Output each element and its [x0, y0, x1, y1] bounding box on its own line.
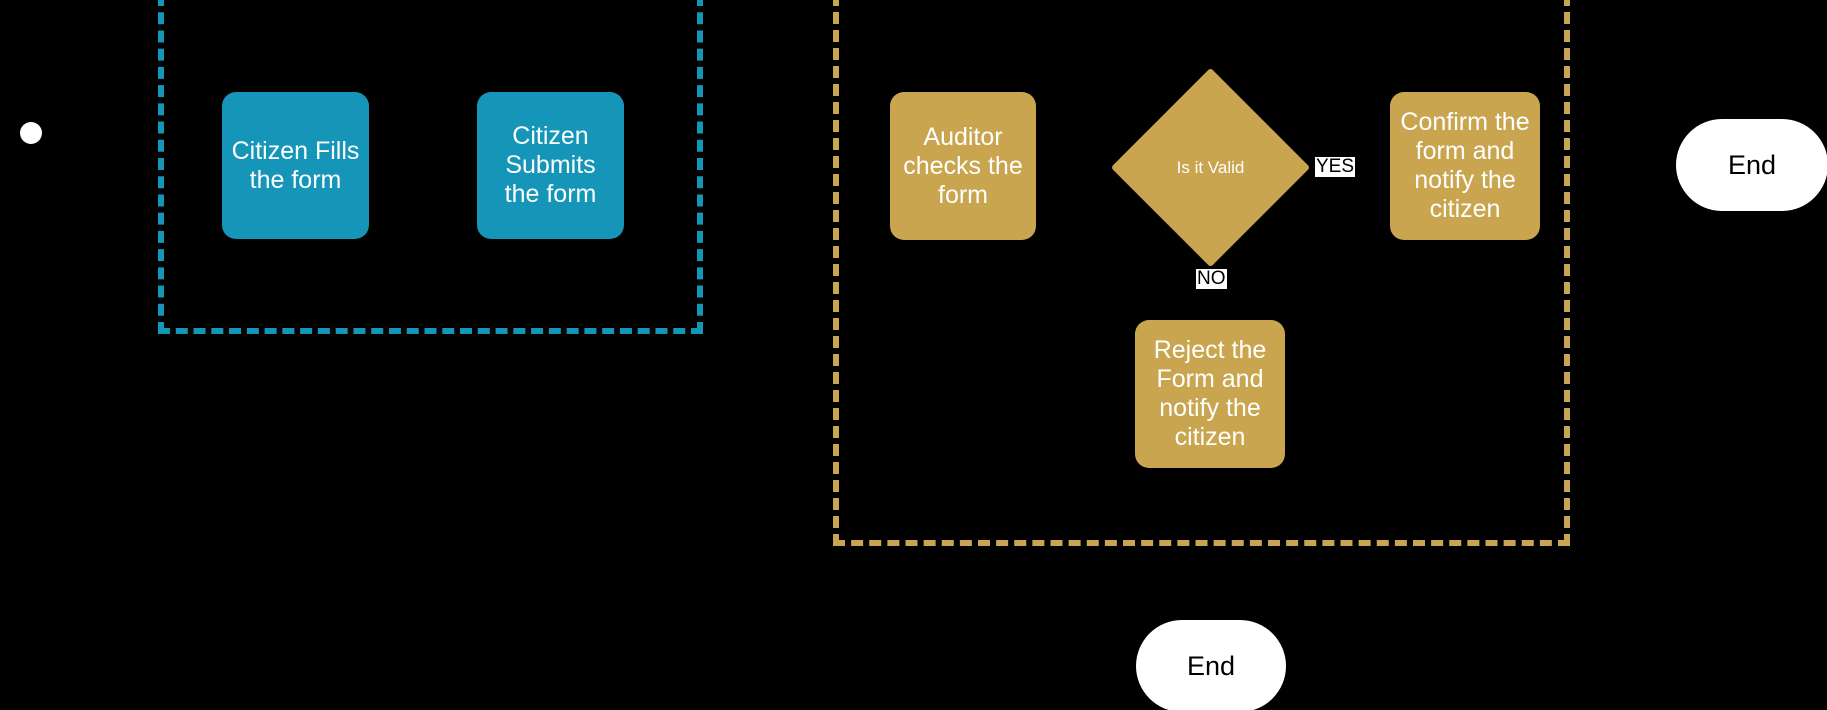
edge-label-no: NO [1196, 268, 1227, 289]
auditor-lane-container[interactable] [833, 0, 1570, 546]
node-confirm-form-and-notify-citizen[interactable]: Confirm the form and notify the citizen [1390, 92, 1540, 240]
node-citizen-fills-the-form[interactable]: Citizen Fills the form [222, 92, 369, 239]
node-label: Reject the Form and notify the citizen [1153, 336, 1267, 451]
node-label: End [1186, 650, 1236, 681]
node-end-bottom[interactable]: End [1136, 620, 1286, 710]
node-label: End [1727, 149, 1777, 180]
node-label: Citizen Fills the form [231, 136, 360, 194]
node-label: Confirm the form and notify the citizen [1400, 108, 1530, 223]
node-is-it-valid-decision[interactable]: Is it Valid [1110, 67, 1311, 268]
citizen-lane-container[interactable] [158, 0, 703, 334]
node-label: Auditor checks the form [903, 122, 1023, 209]
node-reject-form-and-notify-citizen[interactable]: Reject the Form and notify the citizen [1135, 320, 1285, 468]
edge-label-yes: YES [1315, 156, 1356, 177]
start-node[interactable] [20, 122, 42, 144]
node-label: Citizen Submits the form [504, 122, 597, 208]
node-citizen-submits-the-form[interactable]: Citizen Submits the form [477, 92, 624, 239]
node-label: Is it Valid [1176, 157, 1245, 177]
node-end-right[interactable]: End [1676, 119, 1827, 211]
node-auditor-checks-the-form[interactable]: Auditor checks the form [890, 92, 1036, 240]
